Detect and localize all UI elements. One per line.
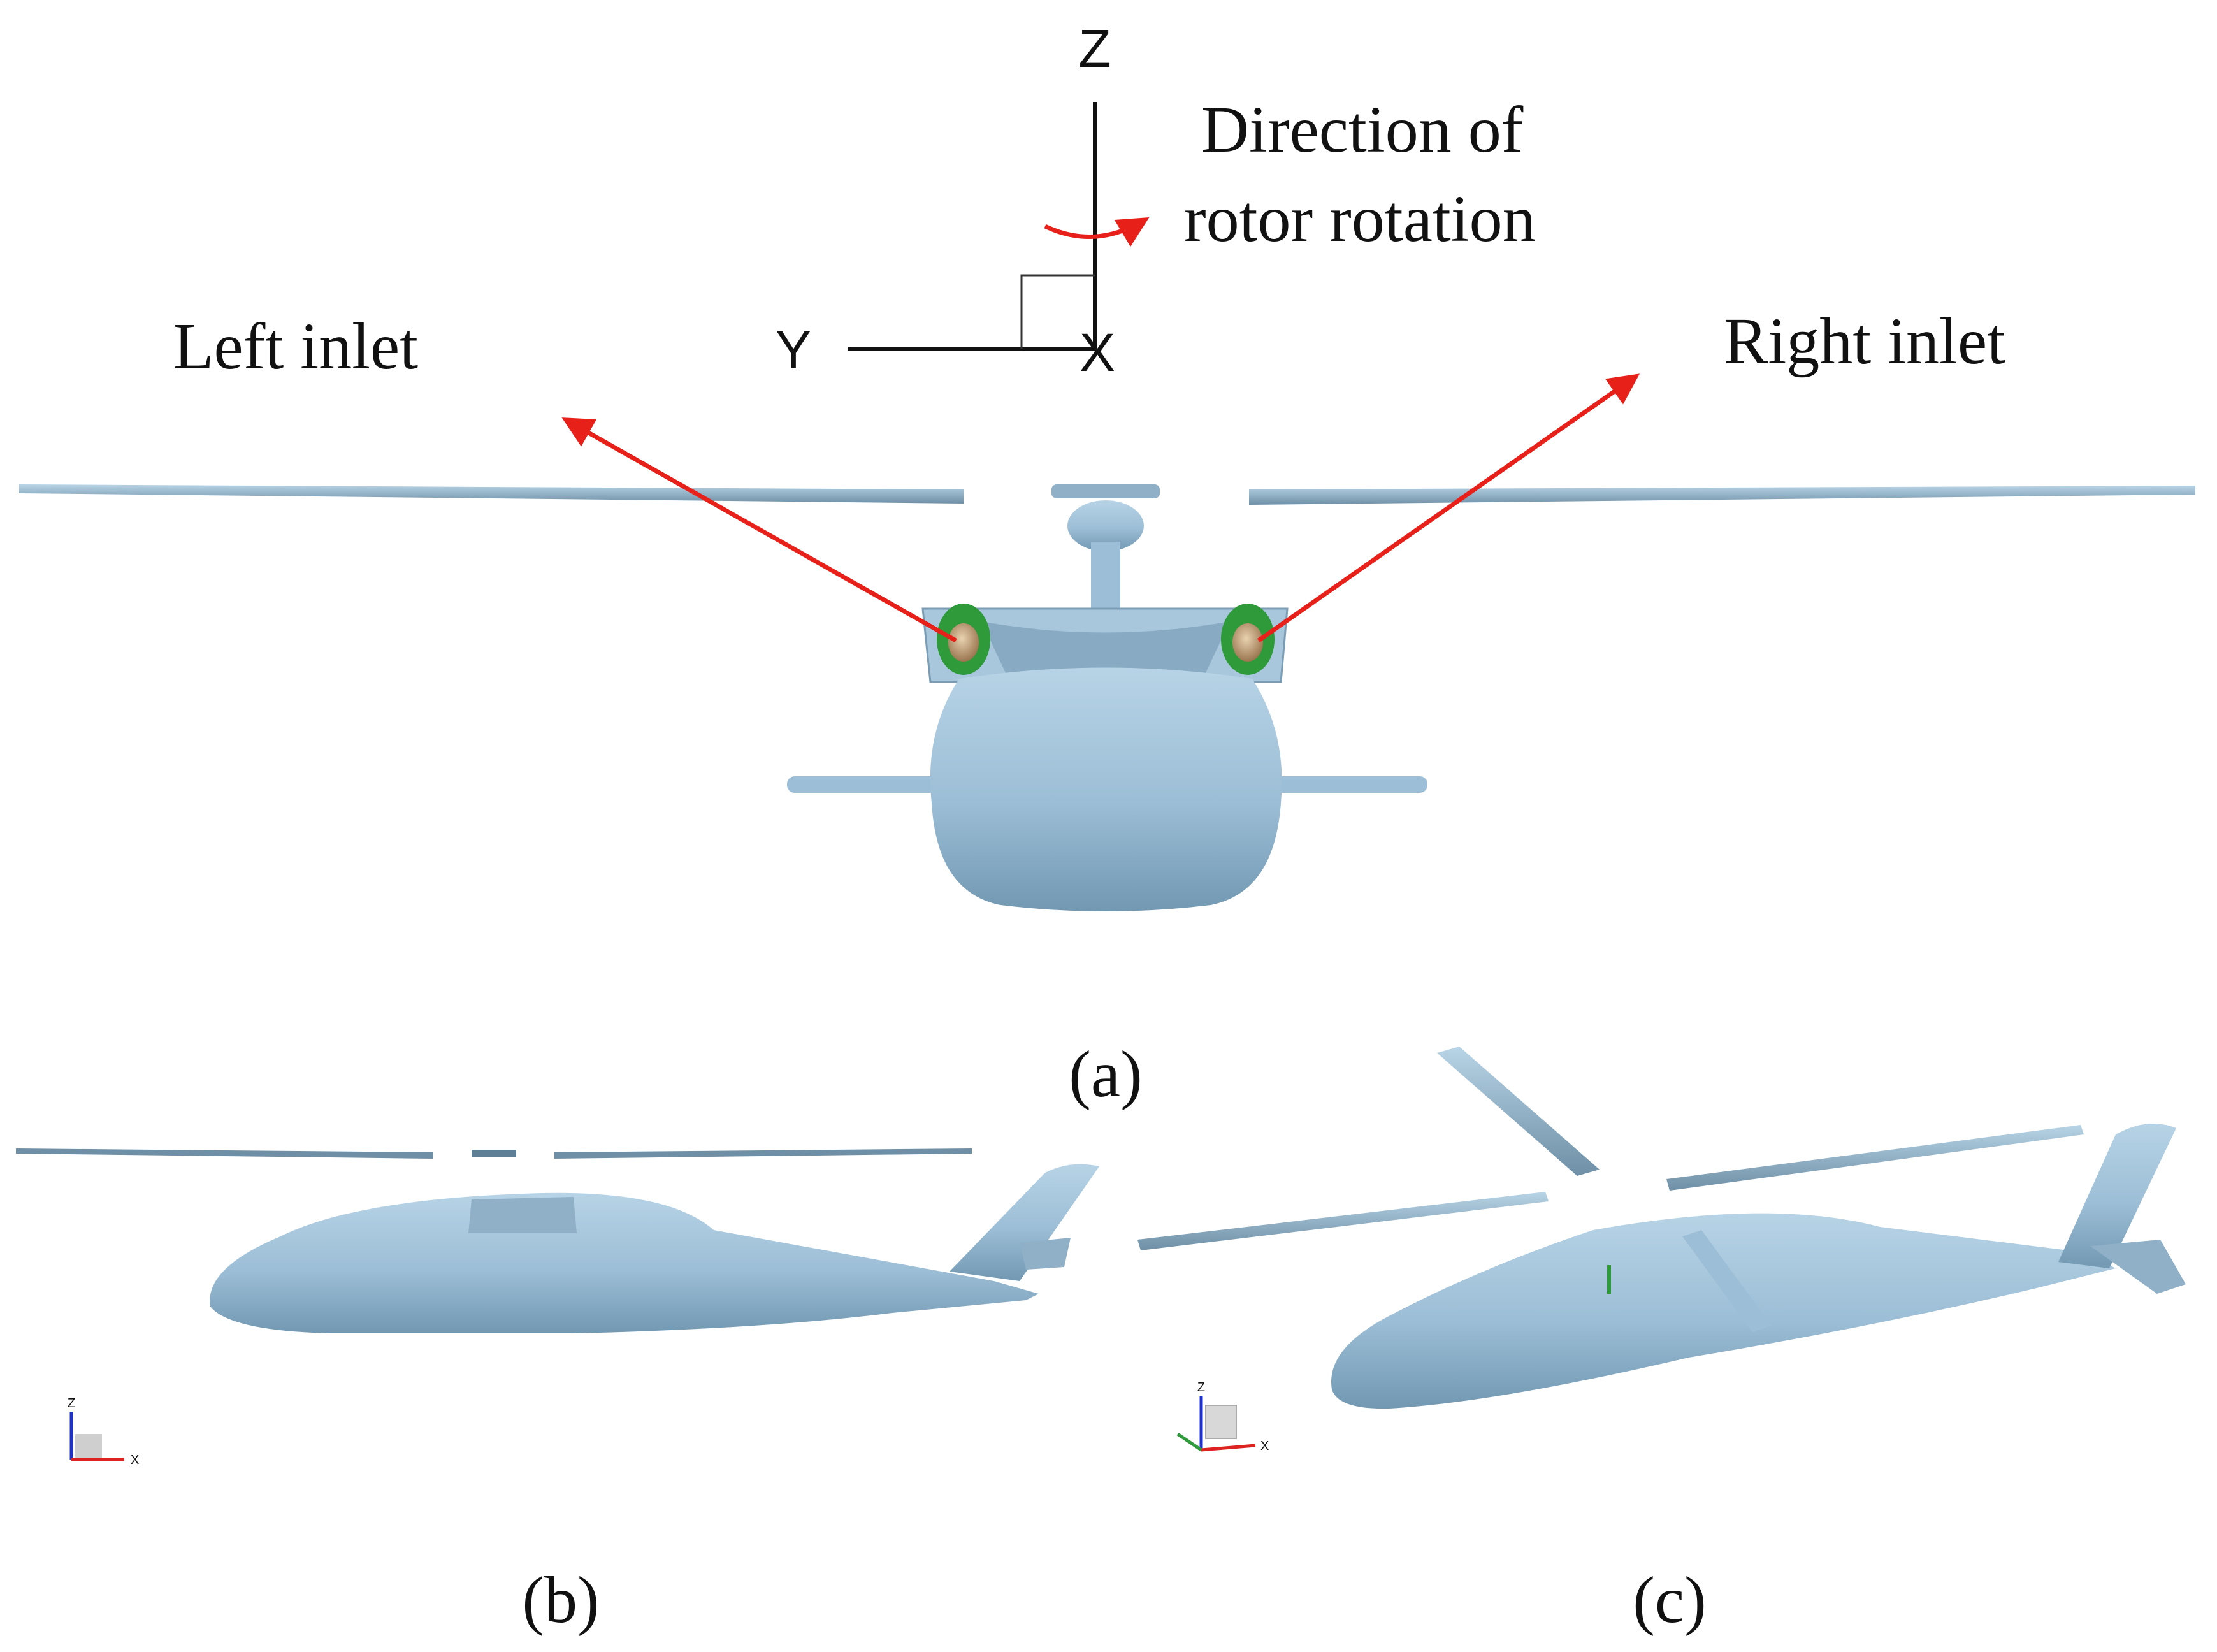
rotation-label-line2: rotor rotation xyxy=(1184,182,1536,256)
stub-wing-right xyxy=(1275,776,1427,793)
iso-rotor-strut xyxy=(1682,1230,1772,1332)
side-engine-cowl xyxy=(468,1197,577,1233)
left-inlet xyxy=(937,604,990,675)
right-angle-marker xyxy=(1020,274,1095,349)
right-inlet-label: Right inlet xyxy=(1724,305,2005,378)
main-rotor-front xyxy=(19,484,2195,618)
iso-tail-fin xyxy=(2058,1123,2176,1268)
side-rotor-hub xyxy=(472,1150,516,1157)
panel-c-isometric-view: Z X (c) xyxy=(1137,1047,2186,1637)
rotor-hub xyxy=(1067,500,1144,551)
side-rotor-blade-left xyxy=(16,1148,433,1159)
rotor-hub-top xyxy=(1051,484,1160,498)
rotation-label-line1: Direction of xyxy=(1201,93,1524,166)
triad-c-z-label: Z xyxy=(1197,1380,1205,1395)
side-tail-fin xyxy=(950,1164,1099,1281)
iso-tail-stabilizer xyxy=(2090,1240,2186,1294)
rotation-direction-arrow xyxy=(1044,217,1150,247)
triad-c-y xyxy=(1176,1432,1202,1452)
triad-c-x xyxy=(1201,1444,1256,1452)
iso-blade-1 xyxy=(1437,1047,1600,1176)
side-fuselage xyxy=(210,1192,1039,1333)
right-inlet xyxy=(1221,604,1275,675)
triad-c-cube xyxy=(1205,1405,1237,1439)
y-axis-label: Y xyxy=(776,320,811,380)
left-inlet-core xyxy=(948,623,979,662)
iso-fuselage xyxy=(1331,1213,2116,1409)
triad-b-z-label: Z xyxy=(68,1396,75,1410)
iso-blade-2 xyxy=(1666,1125,2084,1191)
caption-a: (a) xyxy=(1069,1038,1142,1111)
left-inlet-label: Left inlet xyxy=(173,310,418,383)
triad-c-x-label: X xyxy=(1260,1439,1269,1453)
panel-b-side-view: Z X (b) xyxy=(16,1148,1099,1637)
right-inlet-core xyxy=(1232,623,1263,662)
left-inlet-arrow xyxy=(561,417,957,643)
caption-c: (c) xyxy=(1633,1563,1706,1637)
right-inlet-arrow xyxy=(1257,373,1640,642)
left-rotor-blade xyxy=(19,484,964,504)
panel-a-front-view: Z Y X Direction of rotor rotation Left i… xyxy=(19,18,2195,1111)
triad-c: Z X xyxy=(1176,1380,1269,1453)
side-rotor-blade-right xyxy=(554,1148,972,1159)
fuselage-front xyxy=(787,604,1427,911)
triad-b: Z X xyxy=(68,1396,139,1467)
triad-b-x-label: X xyxy=(131,1453,139,1467)
z-axis-label: Z xyxy=(1078,18,1111,78)
cowling-recess xyxy=(981,621,1230,676)
x-axis-label: X xyxy=(1080,322,1115,382)
rotor-mast xyxy=(1091,542,1120,618)
coordinate-axes: Z Y X xyxy=(776,18,1150,382)
stub-wing-left xyxy=(787,776,940,793)
side-tail-stabilizer xyxy=(1020,1238,1071,1270)
triad-b-cube xyxy=(75,1434,102,1458)
right-rotor-blade xyxy=(1249,486,2195,505)
iso-blade-3 xyxy=(1137,1192,1549,1250)
fuselage-nose-front xyxy=(930,667,1282,911)
caption-b: (b) xyxy=(522,1563,599,1637)
